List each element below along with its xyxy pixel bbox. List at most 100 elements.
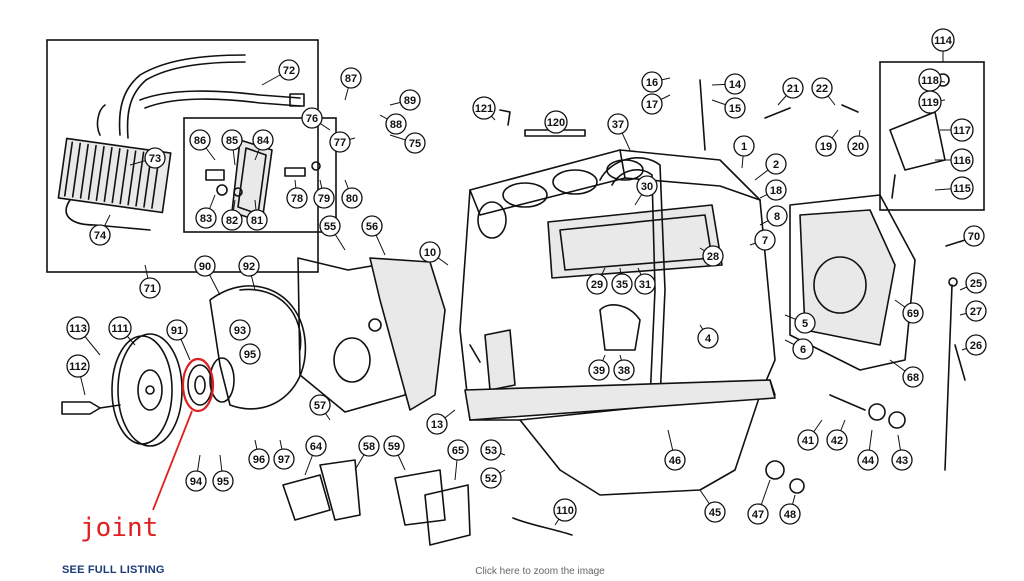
callout-84[interactable]: 84 [252, 129, 274, 161]
callout-18[interactable]: 18 [759, 179, 787, 201]
callout-25[interactable]: 25 [959, 272, 987, 294]
callout-35[interactable]: 35 [611, 267, 633, 295]
callout-73[interactable]: 73 [129, 147, 166, 169]
callout-82[interactable]: 82 [221, 199, 243, 231]
callout-label-76: 76 [306, 113, 318, 125]
callout-120[interactable]: 120 [544, 110, 568, 134]
callout-94[interactable]: 94 [185, 454, 207, 492]
callout-47[interactable]: 47 [747, 479, 771, 525]
callout-95b[interactable]: 95 [212, 454, 234, 492]
callout-29[interactable]: 29 [586, 267, 608, 295]
callout-5[interactable]: 5 [784, 312, 816, 334]
callout-92[interactable]: 92 [238, 255, 260, 291]
callout-96[interactable]: 96 [248, 439, 270, 470]
callout-93[interactable]: 93 [229, 319, 251, 341]
callout-58[interactable]: 58 [354, 435, 380, 471]
callout-42[interactable]: 42 [826, 419, 848, 451]
callout-119[interactable]: 119 [918, 90, 946, 114]
callout-83[interactable]: 83 [195, 194, 217, 229]
callout-20[interactable]: 20 [847, 129, 869, 157]
callout-label-112: 112 [69, 361, 87, 373]
callout-65[interactable]: 65 [447, 439, 469, 481]
callout-14[interactable]: 14 [711, 73, 746, 95]
callout-43[interactable]: 43 [891, 434, 913, 471]
callout-70[interactable]: 70 [959, 225, 985, 247]
callout-27[interactable]: 27 [959, 300, 987, 322]
callout-52[interactable]: 52 [480, 467, 506, 489]
callout-48[interactable]: 48 [779, 494, 801, 525]
callout-77[interactable]: 77 [329, 131, 356, 153]
callout-10[interactable]: 10 [419, 241, 449, 266]
callout-76[interactable]: 76 [301, 107, 331, 131]
callout-71[interactable]: 71 [139, 264, 161, 299]
callout-115[interactable]: 115 [934, 176, 974, 200]
callout-68[interactable]: 68 [889, 359, 924, 388]
callout-15[interactable]: 15 [711, 97, 746, 119]
callout-121[interactable]: 121 [472, 96, 496, 121]
callout-circle-41 [797, 429, 819, 451]
callout-81[interactable]: 81 [246, 199, 268, 231]
callout-91[interactable]: 91 [166, 319, 191, 361]
callout-85[interactable]: 85 [221, 129, 243, 166]
callout-113[interactable]: 113 [66, 316, 101, 356]
callout-74[interactable]: 74 [89, 214, 111, 246]
callout-79[interactable]: 79 [313, 179, 335, 209]
callout-22[interactable]: 22 [811, 77, 836, 106]
callout-circle-31 [634, 273, 656, 295]
callout-110[interactable]: 110 [553, 498, 577, 526]
callout-89[interactable]: 89 [389, 89, 421, 111]
zoom-image-hint[interactable]: Click here to zoom the image [475, 566, 605, 577]
callout-95[interactable]: 95 [239, 343, 261, 365]
callout-78[interactable]: 78 [286, 179, 308, 209]
callout-69[interactable]: 69 [894, 299, 924, 324]
callout-116[interactable]: 116 [935, 148, 974, 172]
callout-55[interactable]: 55 [319, 215, 346, 251]
callout-6[interactable]: 6 [784, 338, 814, 360]
callout-28[interactable]: 28 [699, 245, 724, 267]
callout-88[interactable]: 88 [379, 113, 407, 135]
callout-90[interactable]: 90 [194, 255, 221, 296]
callout-64[interactable]: 64 [304, 435, 327, 476]
callout-19[interactable]: 19 [815, 129, 839, 157]
callout-21[interactable]: 21 [777, 77, 804, 106]
callout-7[interactable]: 7 [749, 229, 776, 251]
callout-86[interactable]: 86 [189, 129, 216, 161]
callout-26[interactable]: 26 [961, 334, 987, 356]
callout-114[interactable]: 114 [931, 28, 955, 62]
callout-97[interactable]: 97 [273, 439, 295, 470]
callout-1[interactable]: 1 [733, 135, 755, 169]
callout-80[interactable]: 80 [341, 179, 363, 209]
callout-112[interactable]: 112 [66, 354, 90, 396]
callout-2[interactable]: 2 [754, 153, 787, 181]
callout-75[interactable]: 75 [389, 132, 426, 154]
callout-59[interactable]: 59 [383, 435, 406, 471]
callout-circle-120 [544, 110, 568, 134]
callout-17[interactable]: 17 [641, 93, 671, 115]
callout-label-22: 22 [816, 83, 828, 95]
callout-57[interactable]: 57 [309, 394, 331, 421]
callout-4[interactable]: 4 [697, 324, 719, 349]
callout-13[interactable]: 13 [426, 409, 456, 435]
callout-118[interactable]: 118 [918, 68, 946, 92]
callout-72[interactable]: 72 [261, 59, 300, 86]
see-full-listing-link[interactable]: SEE FULL LISTING [62, 564, 165, 576]
callout-111[interactable]: 111 [108, 316, 136, 346]
callout-30[interactable]: 30 [634, 175, 658, 206]
callout-45[interactable]: 45 [699, 489, 726, 523]
callout-44[interactable]: 44 [857, 429, 879, 471]
callout-16[interactable]: 16 [641, 71, 671, 93]
callout-37[interactable]: 37 [607, 113, 631, 151]
callout-38[interactable]: 38 [613, 354, 635, 381]
callout-41[interactable]: 41 [797, 419, 823, 451]
callout-56[interactable]: 56 [361, 215, 386, 256]
callout-87[interactable]: 87 [340, 67, 362, 101]
callout-31[interactable]: 31 [634, 267, 656, 295]
callout-53[interactable]: 53 [480, 439, 506, 461]
callout-117[interactable]: 117 [940, 118, 974, 142]
callout-46[interactable]: 46 [664, 429, 686, 471]
callout-circle-70 [963, 225, 985, 247]
callout-39[interactable]: 39 [588, 354, 610, 381]
callout-8[interactable]: 8 [759, 205, 788, 227]
callout-circle-75 [404, 132, 426, 154]
